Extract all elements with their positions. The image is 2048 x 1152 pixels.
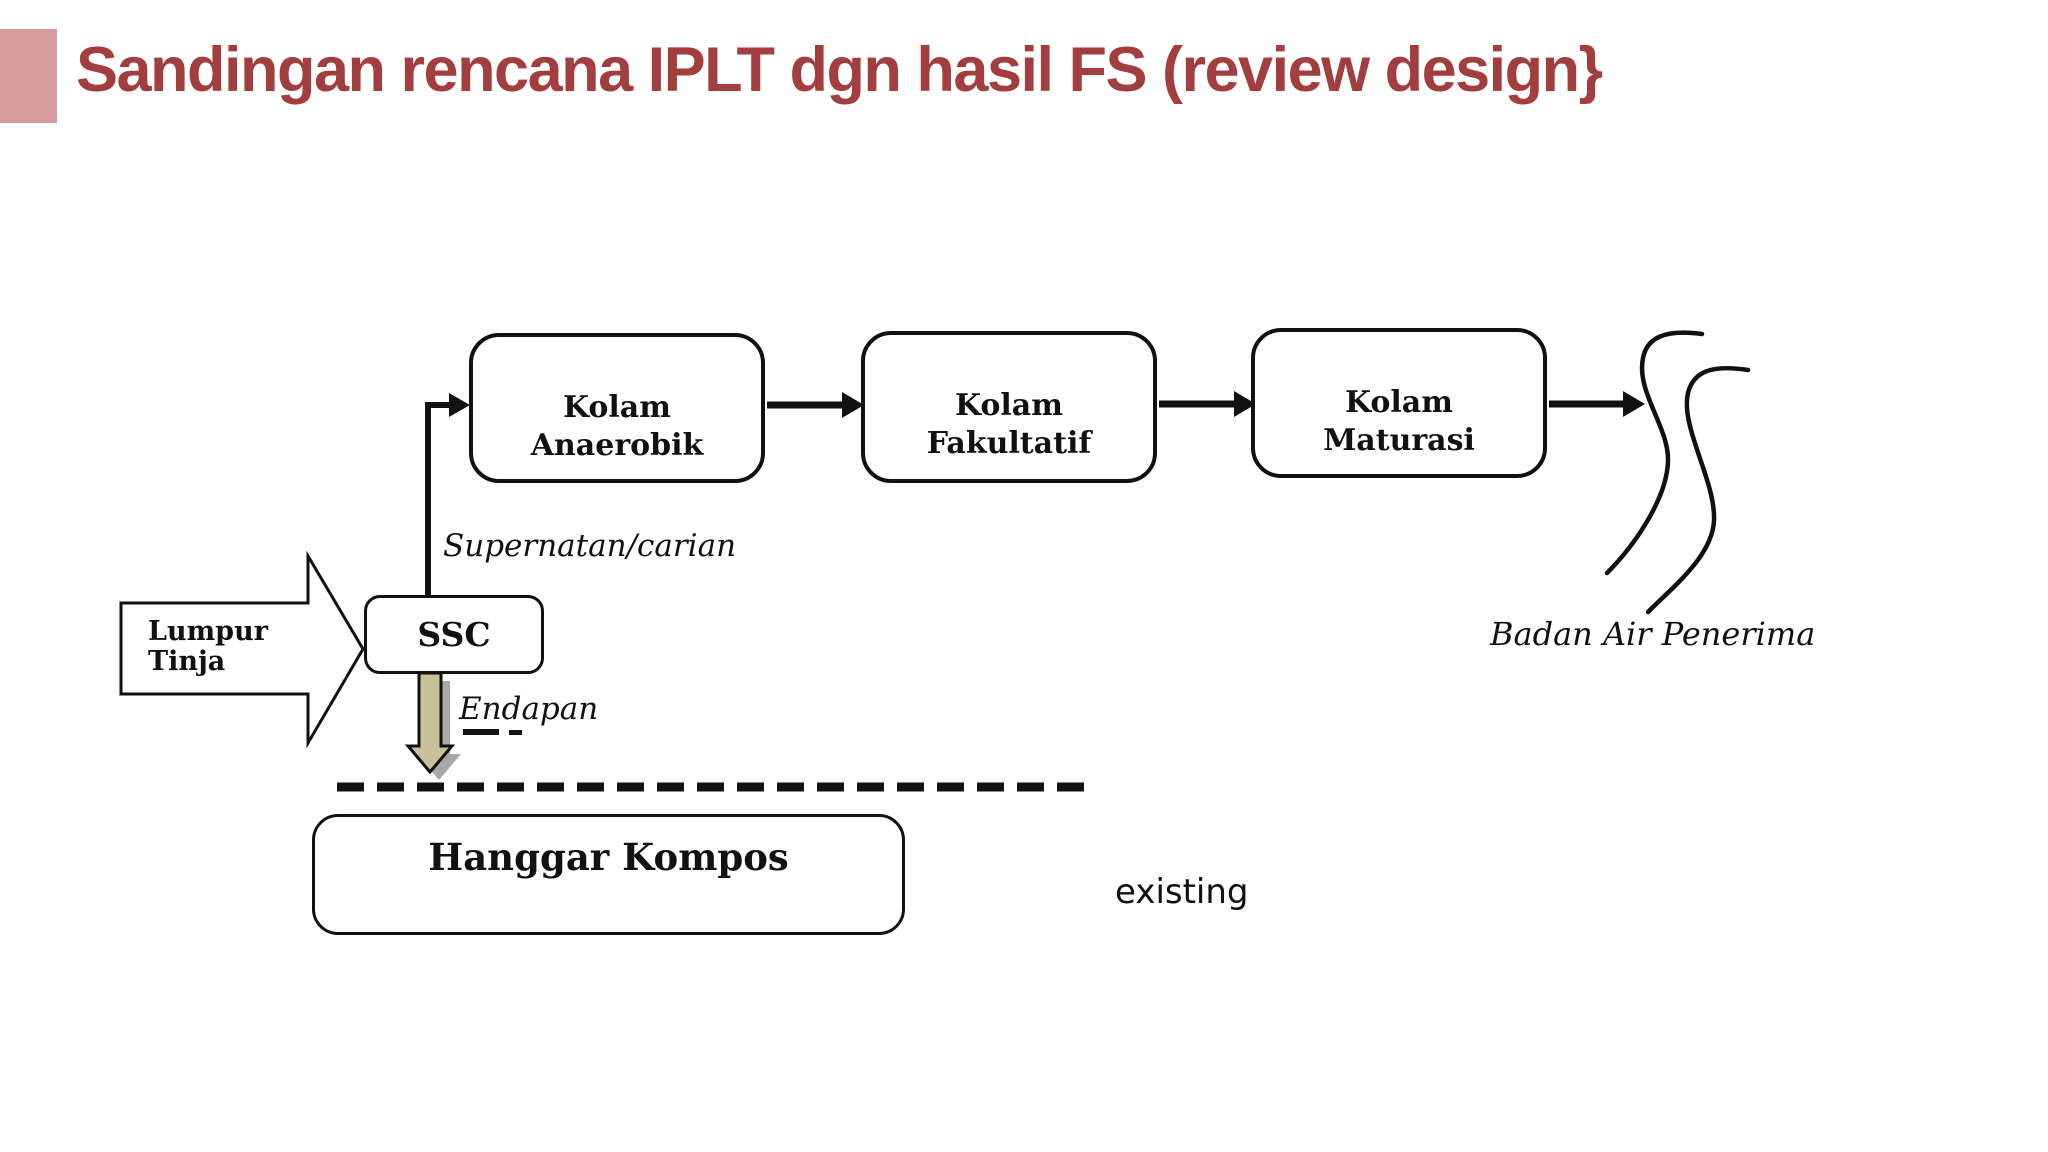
river-curves-icon	[1604, 330, 1705, 576]
box-kolam-maturasi-label: Kolam Maturasi	[1323, 385, 1475, 458]
label-endapan: Endapan	[459, 691, 599, 727]
title-accent-bar	[0, 29, 57, 123]
box-ssc-label: SSC	[417, 615, 491, 654]
box-kolam-fakultatif: Kolam Fakultatif	[861, 331, 1157, 483]
box-kolam-anaerobik-label: Kolam Anaerobik	[530, 390, 704, 463]
ssc-to-anaerobik-connector	[425, 402, 449, 597]
clipped-text-mark	[463, 729, 499, 735]
flow-arrow-icon	[449, 393, 470, 417]
box-kolam-maturasi: Kolam Maturasi	[1251, 328, 1547, 478]
label-existing: existing	[1115, 872, 1249, 912]
flow-arrow-icon	[842, 392, 864, 418]
box-ssc: SSC	[364, 595, 544, 674]
flow-arrow-icon	[1623, 391, 1645, 417]
box-kolam-fakultatif-label: Kolam Fakultatif	[926, 388, 1092, 461]
thick-arrow-down-icon	[404, 671, 456, 775]
label-badan-air-penerima: Badan Air Penerima	[1490, 615, 1816, 653]
box-hanggar-kompos: Hanggar Kompos	[312, 814, 905, 935]
flow-arrow-icon	[1234, 391, 1256, 417]
clipped-text-mark	[509, 730, 522, 735]
box-kolam-anaerobik: Kolam Anaerobik	[469, 333, 765, 483]
river-curves-icon	[1645, 365, 1751, 615]
slide-title: Sandingan rencana IPLT dgn hasil FS (rev…	[76, 35, 1603, 105]
label-lumpur-tinja: Lumpur Tinja	[148, 616, 268, 677]
box-hanggar-kompos-label: Hanggar Kompos	[428, 835, 789, 879]
block-arrow-right-icon	[119, 550, 365, 749]
label-supernatan: Supernatan/carian	[443, 528, 737, 564]
